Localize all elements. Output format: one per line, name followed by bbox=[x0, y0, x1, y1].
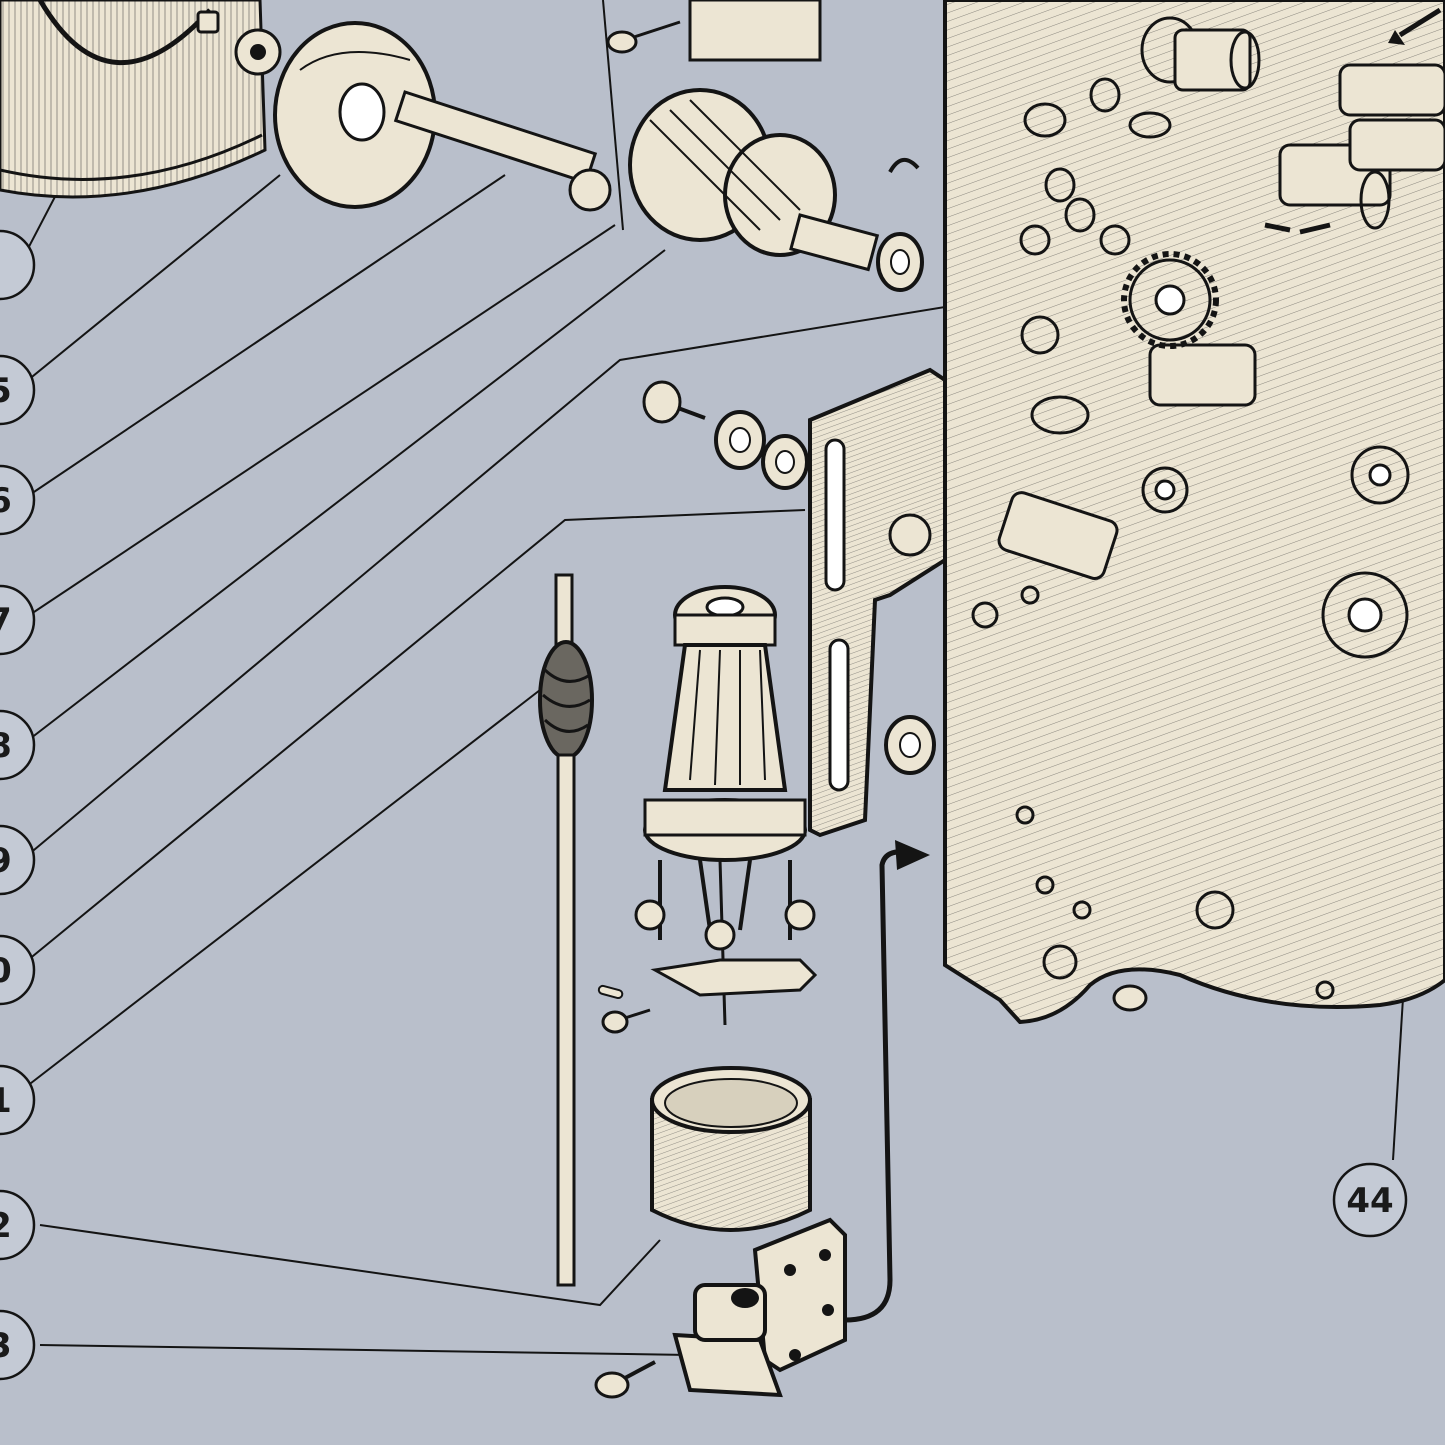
clip-part bbox=[888, 158, 920, 174]
callout-left-8-label: 1 bbox=[0, 1081, 12, 1121]
washer-part bbox=[876, 232, 924, 292]
callout-left-10: 3 bbox=[0, 1309, 36, 1381]
callout-left-5: 8 bbox=[0, 709, 36, 781]
callout-44-label: 44 bbox=[1346, 1181, 1393, 1221]
slotted-bracket-part bbox=[808, 367, 947, 838]
callout-left-4: 7 bbox=[0, 584, 36, 656]
double-gear-part bbox=[628, 88, 880, 272]
governor-assembly-part bbox=[634, 585, 818, 1026]
callout-left-2-label: 5 bbox=[0, 371, 12, 411]
callout-44: 44 bbox=[1332, 1162, 1408, 1238]
main-plate-part bbox=[943, 0, 1445, 1025]
callout-left-9-label: 2 bbox=[0, 1206, 12, 1246]
assembly-arrow bbox=[844, 840, 930, 1323]
callout-left-8: 1 bbox=[0, 1064, 36, 1136]
callout-left-1 bbox=[0, 229, 36, 301]
direction-arrows bbox=[1264, 7, 1442, 235]
callout-left-9: 2 bbox=[0, 1189, 36, 1261]
leader-lines bbox=[21, 0, 1431, 1356]
screw-washer-set bbox=[642, 380, 809, 490]
callout-left-6-label: 9 bbox=[0, 841, 12, 881]
bracket-washer-part bbox=[884, 715, 936, 775]
worm-shaft-part bbox=[538, 573, 594, 1287]
large-gear-part bbox=[0, 0, 267, 199]
callout-left-4-label: 7 bbox=[0, 601, 12, 641]
callout-left-3: 6 bbox=[0, 464, 36, 536]
callout-left-3-label: 6 bbox=[0, 481, 12, 521]
pin-screw-set bbox=[597, 984, 651, 1034]
pulley-disc-part bbox=[273, 21, 612, 212]
callout-left-7: 0 bbox=[0, 934, 36, 1006]
callout-left-5-label: 8 bbox=[0, 726, 12, 766]
callout-left-10-label: 3 bbox=[0, 1326, 12, 1366]
star-nut-part bbox=[196, 10, 282, 76]
top-bracket-part bbox=[606, 0, 822, 62]
callout-left-6: 9 bbox=[0, 824, 36, 896]
callout-left-7-label: 0 bbox=[0, 951, 12, 991]
callout-left-2: 5 bbox=[0, 354, 36, 426]
cup-part bbox=[650, 1066, 812, 1232]
bottom-bracket-part bbox=[594, 1217, 847, 1399]
plate-gear-part bbox=[1121, 251, 1219, 349]
